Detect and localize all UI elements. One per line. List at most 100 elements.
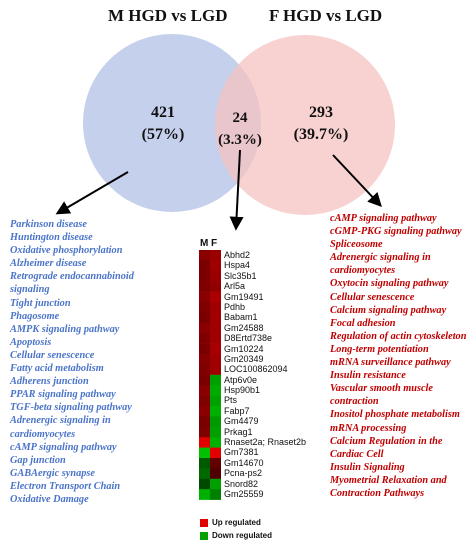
legend-down-swatch [200, 532, 208, 540]
right-pathway-item: Cellular senescence [330, 291, 415, 303]
heatmap-cell-f [210, 312, 221, 324]
gene-label: Gm25559 [224, 488, 264, 499]
legend-up-swatch [200, 519, 208, 527]
heatmap-cell-f [210, 478, 221, 490]
heatmap-cell-m [199, 406, 210, 417]
left-pathway-item: cAMP signaling pathway [10, 441, 117, 453]
right-pathway-item: Long-term potentiation [330, 343, 429, 355]
heatmap-cell-f [210, 447, 221, 459]
heatmap-cell-f [210, 343, 221, 355]
heatmap-cell-f [210, 260, 221, 272]
overlap-count: 24 (3.3%) [210, 107, 270, 151]
gene-label: Gm14670 [224, 457, 264, 468]
gene-label: D8Ertd738e [224, 333, 273, 344]
heatmap-cell-m [199, 270, 210, 282]
heatmap-cell-m [199, 385, 210, 396]
heatmap-cell-m [199, 333, 210, 344]
right-pathway-item: Myometrial Relaxation and [330, 474, 447, 486]
heatmap-cell-f [210, 489, 221, 500]
heatmap-cell-m [199, 312, 210, 324]
overlap-percent: (3.3%) [218, 132, 262, 148]
heatmap-cell-m [199, 291, 210, 303]
heatmap-cell-f [210, 291, 221, 303]
gene-label: Gm4479 [224, 416, 259, 427]
right-pathway-item: Adrenergic signaling in [330, 252, 431, 264]
heatmap-cell-f [210, 322, 221, 334]
left-only-percent: (57%) [141, 126, 185, 143]
gene-label: Pcna-ps2 [224, 468, 263, 479]
right-pathway-item: Contraction Pathways [330, 487, 425, 499]
heatmap-cell-m [199, 447, 210, 459]
right-pathway-item: Oxytocin signaling pathway [330, 278, 449, 290]
heatmap-cell-f [210, 395, 221, 407]
heatmap-cell-m [199, 364, 210, 376]
left-pathway-item: cardiomyocytes [10, 428, 76, 440]
gene-label: Slc35b1 [224, 270, 257, 281]
heatmap-cell-f [210, 250, 221, 261]
heatmap-cell-f [210, 333, 221, 344]
heatmap-cell-f [210, 468, 221, 480]
right-pathway-item: contraction [330, 396, 379, 408]
heatmap-cell-m [199, 416, 210, 428]
heatmap-cell-f [210, 364, 221, 376]
gene-label: Rnaset2a; Rnaset2b [224, 437, 307, 448]
heatmap-cell-m [199, 426, 210, 438]
right-only-number: 293 [309, 104, 333, 121]
left-pathway-item: Oxidative Damage [10, 493, 89, 505]
gene-label: Gm10224 [224, 343, 264, 354]
right-pathway-item: Spliceosome [330, 239, 383, 251]
heatmap-cell-m [199, 281, 210, 292]
heatmap-cell-m [199, 458, 210, 469]
left-pathway-item: Phagosome [10, 310, 60, 322]
right-pathway-item: Inositol phosphate metabolism [330, 409, 460, 421]
heatmap-cell-m [199, 354, 210, 365]
gene-label: Babam1 [224, 312, 258, 323]
left-pathway-item: Apoptosis [10, 336, 52, 348]
left-arrow [55, 171, 129, 215]
gene-label: Snord82 [224, 478, 259, 489]
left-pathway-item: TGF-beta signaling pathway [10, 402, 132, 414]
heatmap-cell-m [199, 343, 210, 355]
right-pathway-item: Cardiac Cell [330, 448, 384, 460]
left-pathway-item: signaling [10, 284, 50, 296]
gene-label: Pdhb [224, 301, 246, 312]
overlap-number: 24 [232, 110, 248, 126]
gene-label: LOC100862094 [224, 364, 288, 375]
left-pathway-item: Fatty acid metabolism [10, 363, 104, 375]
heatmap-cell-f [210, 354, 221, 365]
gene-label: Gm7381 [224, 447, 259, 458]
heatmap-cell-m [199, 374, 210, 386]
left-pathway-item: Gap junction [10, 454, 66, 466]
heatmap-cell-m [199, 489, 210, 500]
heatmap-cell-m [199, 250, 210, 261]
right-pathway-item: Insulin Signaling [330, 461, 405, 473]
heatmap-cell-f [210, 406, 221, 417]
gene-label: Prkag1 [224, 426, 253, 437]
heatmap-cell-f [210, 385, 221, 396]
legend-down-label: Down regulated [212, 531, 273, 540]
right-pathway-item: mRNA surveillance pathway [330, 357, 451, 369]
right-pathway-item: cardiomyocytes [330, 265, 396, 277]
heatmap-cell-f [210, 437, 221, 448]
gene-label: Arl5a [224, 281, 246, 292]
left-only-number: 421 [151, 104, 175, 121]
right-pathway-item: Calcium signaling pathway [330, 304, 447, 316]
gene-label: Pts [224, 395, 238, 406]
gene-label: Gm24588 [224, 322, 264, 333]
left-pathway-item: Parkinson disease [10, 219, 87, 230]
heatmap-cell-f [210, 416, 221, 428]
right-pathway-item: Vascular smooth muscle [330, 383, 433, 395]
heatmap-cell-m [199, 260, 210, 272]
heatmap-cell-f [210, 458, 221, 469]
right-set-circle [215, 35, 395, 215]
right-pathway-item: cAMP signaling pathway [330, 213, 437, 224]
heatmap-cell-f [210, 270, 221, 282]
left-pathway-item: Adherens junction [10, 376, 89, 388]
left-pathway-item: Retrograde endocannabinoid [10, 271, 134, 283]
gene-label: Abhd2 [224, 250, 251, 260]
right-set-title: F HGD vs LGD [269, 6, 383, 25]
right-pathway-item: Calcium Regulation in the [330, 435, 443, 447]
gene-label: Gm19491 [224, 291, 264, 302]
